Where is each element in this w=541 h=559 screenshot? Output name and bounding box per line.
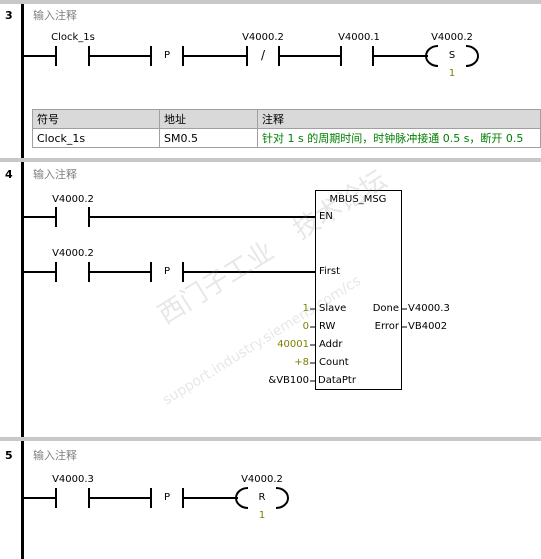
- network-number[interactable]: 4: [5, 168, 13, 181]
- block-input-dataptr: DataPtr: [318, 375, 356, 386]
- network-separator: [0, 158, 541, 162]
- addr-value[interactable]: 40001: [277, 339, 309, 350]
- coil-set-count[interactable]: 1: [448, 68, 456, 79]
- mbus-msg-block[interactable]: [315, 190, 402, 390]
- contact-clock-1s[interactable]: Clock_1s: [51, 32, 95, 43]
- network-gutter: [0, 0, 21, 559]
- contact-v4000-2-en[interactable]: V4000.2: [52, 194, 94, 205]
- slave-value[interactable]: 1: [302, 303, 309, 314]
- block-input-en: EN: [319, 211, 333, 222]
- coil-set-operand[interactable]: V4000.2: [431, 32, 473, 43]
- coil-reset-type: R: [258, 492, 266, 503]
- error-output-value[interactable]: VB4002: [408, 321, 448, 332]
- block-input-addr: Addr: [319, 339, 343, 350]
- p-edge-label: P: [163, 266, 171, 277]
- network-separator: [0, 0, 541, 4]
- count-value[interactable]: +8: [294, 357, 309, 368]
- block-input-first: First: [319, 266, 341, 277]
- network-comment[interactable]: 输入注释: [33, 9, 77, 22]
- block-input-rw: RW: [319, 321, 336, 332]
- coil-set-type: S: [448, 50, 456, 61]
- block-output-done: Done: [372, 303, 399, 314]
- network-comment[interactable]: 输入注释: [33, 449, 77, 462]
- contact-v4000-3[interactable]: V4000.3: [52, 474, 94, 485]
- address-column-header: 地址: [159, 109, 258, 129]
- contact-v4000-1[interactable]: V4000.1: [338, 32, 380, 43]
- block-title: MBUS_MSG: [329, 194, 387, 205]
- network-comment[interactable]: 输入注释: [33, 168, 77, 181]
- coil-reset-count[interactable]: 1: [258, 510, 266, 521]
- coil-reset-operand[interactable]: V4000.2: [241, 474, 283, 485]
- done-output-value[interactable]: V4000.3: [408, 303, 450, 314]
- rw-value[interactable]: 0: [302, 321, 309, 332]
- symbol-cell[interactable]: Clock_1s: [32, 128, 160, 148]
- network-number[interactable]: 5: [5, 449, 13, 462]
- table-row[interactable]: Clock_1s SM0.5 针对 1 s 的周期时间，时钟脉冲接通 0.5 s…: [32, 128, 541, 148]
- symbol-column-header: 符号: [32, 109, 160, 129]
- network-number[interactable]: 3: [5, 9, 13, 22]
- comment-column-header: 注释: [257, 109, 541, 129]
- block-input-slave: Slave: [319, 303, 347, 314]
- network-separator: [0, 437, 541, 441]
- not-contact-label: /: [260, 48, 266, 62]
- block-output-error: Error: [374, 321, 399, 332]
- comment-cell[interactable]: 针对 1 s 的周期时间，时钟脉冲接通 0.5 s，断开 0.5: [257, 128, 541, 148]
- block-input-count: Count: [319, 357, 349, 368]
- symbol-table: 符号 地址 注释 Clock_1s SM0.5 针对 1 s 的周期时间，时钟脉…: [32, 109, 541, 148]
- symbol-table-header: 符号 地址 注释: [32, 109, 541, 129]
- contact-v4000-2-first[interactable]: V4000.2: [52, 248, 94, 259]
- contact-v4000-2-not[interactable]: V4000.2: [242, 32, 284, 43]
- p-edge-label: P: [163, 492, 171, 503]
- p-edge-label: P: [163, 50, 171, 61]
- dataptr-value[interactable]: &VB100: [268, 375, 309, 386]
- address-cell[interactable]: SM0.5: [159, 128, 258, 148]
